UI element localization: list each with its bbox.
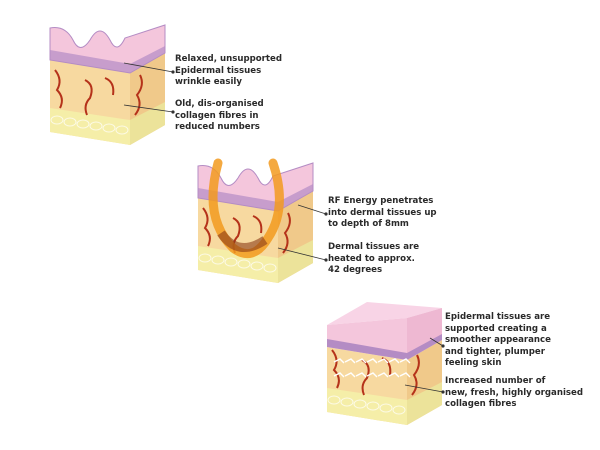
skin-cube-tightened [327,302,442,425]
blood-vessel [84,79,93,116]
label-dermal-heating: Dermal tissues are heated to approx. 42 … [328,242,420,275]
label-wrinkled-epidermis: Relaxed, unsupported Epidermal tissues w… [175,54,282,87]
blood-vessel [134,74,143,116]
skin-cube-wrinkled [49,24,166,145]
blood-vessel [411,354,420,396]
blood-vessel [104,77,115,96]
blood-vessel [252,215,263,234]
label-supported-epidermis: Epidermal tissues are supported creating… [445,312,551,368]
blood-vessel [202,207,211,247]
label-new-collagen: Increased number of new, fresh, highly o… [445,376,584,409]
blood-vessel [54,69,63,109]
label-old-collagen: Old, dis-organised collagen fibres in re… [175,99,264,132]
blood-vessel [282,212,291,254]
label-rf-energy: RF Energy penetrates into dermal tissues… [328,196,437,229]
blood-vessel [361,359,370,396]
rf-energy-arc [208,158,284,259]
blood-vessel [331,349,340,389]
skin-cube-rf-heating [197,158,314,283]
